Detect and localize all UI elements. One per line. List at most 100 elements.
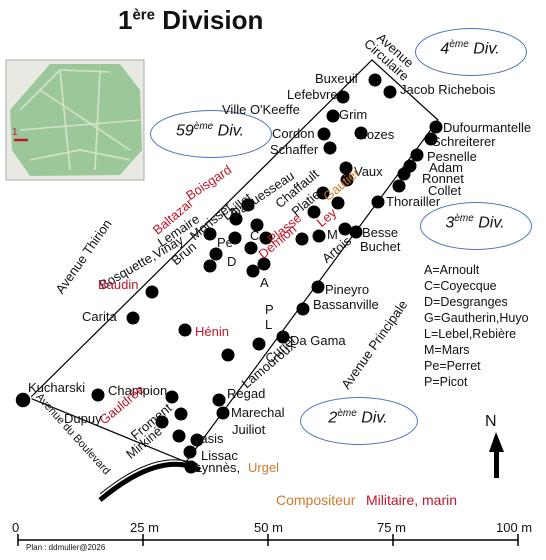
tomb-label: Lefebvre [287,87,338,102]
legend-military: Militaire, marin [366,492,458,508]
tomb-marker [203,259,217,273]
tomb-marker [371,195,385,209]
tomb-marker [311,280,325,294]
tomb-marker [295,232,309,246]
division-2-label: 2ème Div. [328,408,388,427]
tomb-marker [317,127,331,141]
tomb-marker [392,179,406,193]
tomb-label: Besse [362,225,399,240]
tomb-marker [252,337,266,351]
tomb-marker [172,429,186,443]
tomb-label: Pesnelle [427,149,477,164]
tomb-marker [410,148,424,162]
abbr-c: C=Coyecque [424,279,497,293]
tomb-label: Lissac [201,448,238,463]
tomb-marker [397,167,411,181]
tomb-marker [203,227,217,241]
abbr-d: D=Desgranges [424,295,508,309]
scale-bar [17,534,519,546]
tomb-label: Champion [108,383,168,398]
tomb-label: Marechal [231,405,285,420]
tomb-marker [336,90,350,104]
tomb-label: Juiliot [232,422,266,437]
tomb-marker [368,73,382,87]
abbr-p: P=Picot [424,375,468,389]
tomb-label: Mozes [356,127,395,142]
tomb-label: Schaffer [270,142,319,157]
tomb-marker [155,415,169,429]
division-2-ellipse [300,397,418,445]
division-59-label: 59ème Div. [175,121,245,140]
tomb-label: Collet [428,183,462,198]
abbr-pe: Pe=Perret [424,359,481,373]
tomb-label: Adam [429,160,463,175]
tomb-label: Dufourmantelle [443,120,532,135]
tomb-label: Hénin [195,324,229,339]
tomb-marker [174,407,188,421]
tomb-label: Cordon [272,126,315,141]
tomb-label: Ronnet [422,171,464,186]
scale-tick-50: 50 m [254,520,283,535]
tomb-marker [178,323,192,337]
tomb-label: Thorailler [386,194,441,209]
tomb-marker [312,229,326,243]
legend-composer: Compositeur [276,492,356,508]
tomb-label: Vaux [354,164,383,179]
tomb-label: Da Gama [290,333,346,348]
tomb-label: L [265,317,273,332]
tomb-marker [257,257,271,271]
tomb-marker [126,311,140,325]
scale-tick-100: 100 m [496,520,533,535]
tomb-label: Dupuy [64,411,102,426]
tomb-marker [331,196,345,210]
division-4-label: 4ème Div. [440,39,500,58]
tomb-marker [276,330,290,344]
tomb-marker [190,433,204,447]
tomb-label: Pe [217,235,233,250]
tomb-marker [228,231,242,245]
tomb-label: Regad [227,386,266,401]
map-credit: Plan : ddmuller@2026 [26,543,106,552]
svg-text:1: 1 [12,127,18,138]
tomb-label: Jacob Richebois [400,82,496,97]
scale-tick-0: 0 [12,520,20,535]
tomb-marker [349,225,363,239]
tomb-label: M [327,227,338,242]
abbr-m: M=Mars [424,343,470,357]
tomb-marker [221,348,235,362]
tomb-marker [354,126,368,140]
tomb-marker [145,285,159,299]
inset-locator-map: 1 [5,59,145,181]
division-3-label: 3ème Div. [445,213,505,232]
division-59-ellipse [150,110,272,158]
tomb-label: Bassanville [313,297,379,312]
tomb-marker [424,132,438,146]
tomb-label: A [260,275,269,290]
division-4-ellipse [415,28,527,76]
tomb-marker [14,391,32,409]
tomb-label: Pineyro [325,282,370,297]
tomb-label: Lynnès, [195,460,241,475]
tomb-markers [14,73,443,474]
abbreviation-legend: A=Arnoult C=Coyecque D=Desgranges G=Gaut… [424,262,529,390]
tomb-label: Carita [82,309,117,324]
north-label: N [485,413,497,430]
tomb-marker [246,264,260,278]
division-3-ellipse [420,202,532,250]
tomb-marker [429,120,443,134]
tomb-label: Buxeuil [315,71,358,86]
page-title: 1ère Division [118,5,264,35]
tomb-marker [244,241,258,255]
abbr-a: A=Arnoult [424,263,480,277]
tomb-label: Baudin [98,277,139,292]
tomb-marker [91,388,105,402]
tomb-marker [339,161,353,175]
tomb-marker [183,445,197,459]
abbr-g: G=Gautherin,Huyo [424,311,529,325]
tomb-marker [323,141,337,155]
tomb-label: Kucharski [28,380,86,395]
tomb-label: Buchet [360,239,401,254]
tomb-marker [259,231,273,245]
tomb-marker [296,302,310,316]
